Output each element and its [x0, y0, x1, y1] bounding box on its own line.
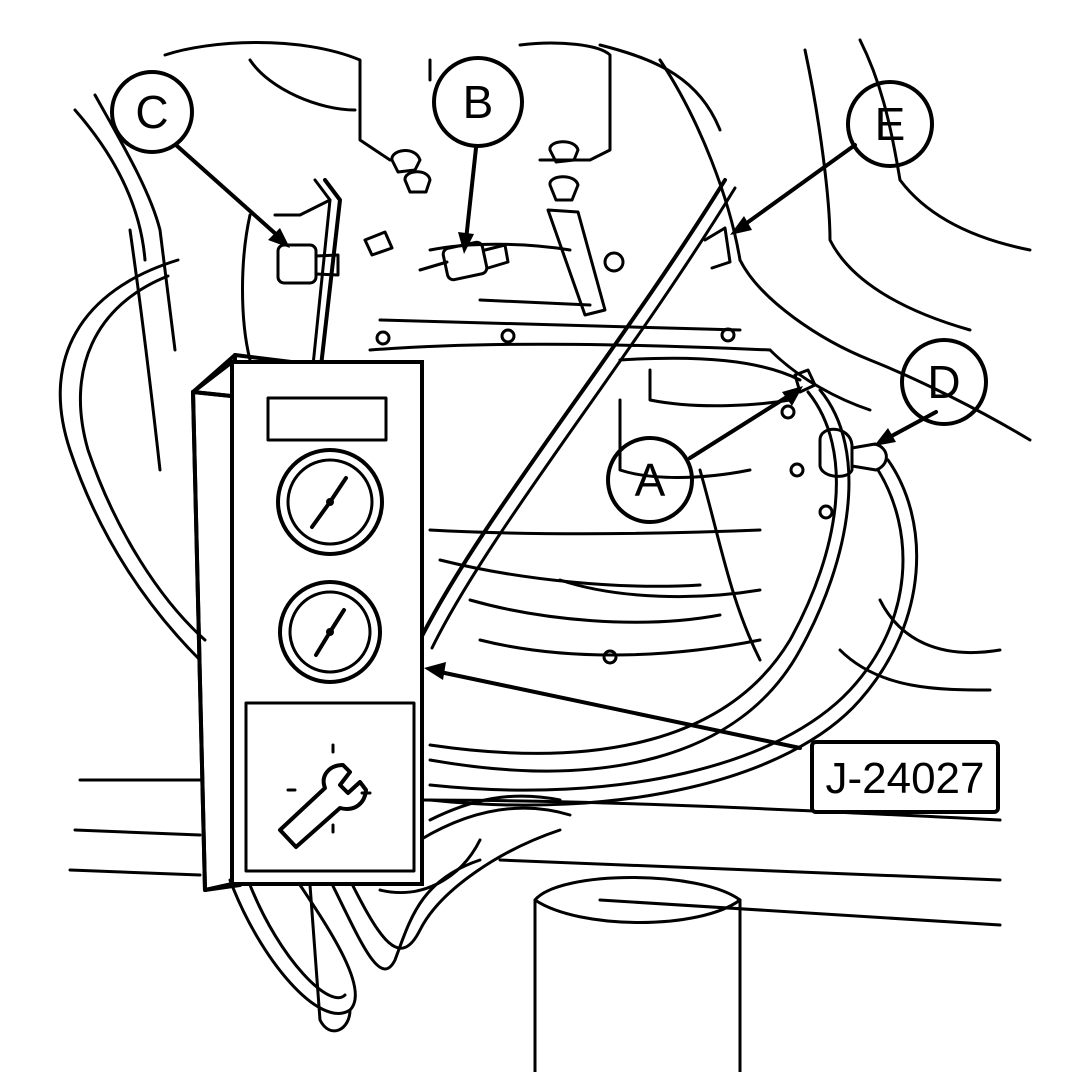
pressure-gauge-icon: [276, 448, 384, 556]
callout-d: D: [900, 338, 988, 426]
transmission-housing: [68, 38, 1032, 1072]
leader-lines: [174, 143, 938, 750]
tool-number-text: J-24027: [825, 754, 984, 803]
pressure-gauge-tool: [191, 353, 424, 892]
callout-c-label: C: [135, 86, 168, 138]
tool-number-label: J-24027: [810, 740, 1000, 814]
callout-c: C: [110, 70, 194, 154]
callout-a-label: A: [635, 454, 666, 506]
callout-a: A: [606, 436, 694, 524]
callout-e: E: [846, 80, 934, 168]
callout-e-label: E: [875, 98, 906, 150]
pressure-gauge-icon: [278, 580, 382, 684]
test-hoses: [58, 178, 919, 1033]
callout-d-label: D: [927, 356, 960, 408]
wrench-adjust-icon: [278, 743, 372, 849]
callout-b-label: B: [463, 76, 494, 128]
callout-b: B: [432, 56, 524, 148]
